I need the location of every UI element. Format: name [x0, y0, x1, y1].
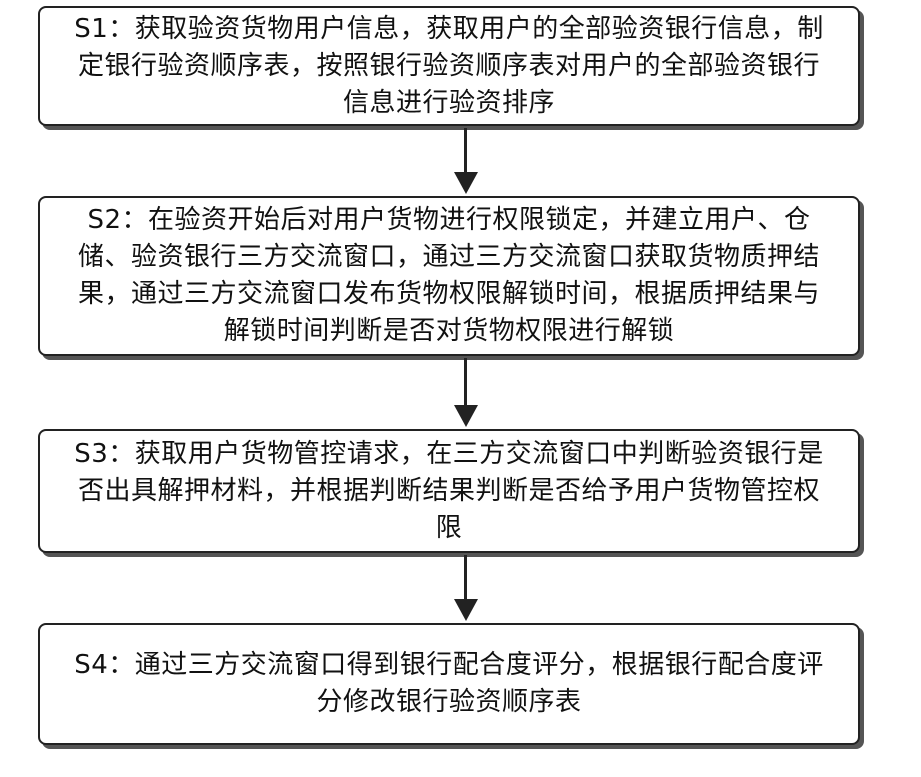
step-s3-box: S3：获取用户货物管控请求，在三方交流窗口中判断验资银行是否出具解押材料，并根据… [38, 429, 860, 553]
arrow-s2-to-s3 [454, 358, 478, 427]
arrow-shaft [464, 128, 467, 174]
step-s3-text: S3：获取用户货物管控请求，在三方交流窗口中判断验资银行是否出具解押材料，并根据… [68, 436, 830, 547]
arrow-shaft [464, 555, 467, 601]
step-s2-box: S2：在验资开始后对用户货物进行权限锁定，并建立用户、仓储、验资银行三方交流窗口… [38, 196, 860, 356]
step-s2-text: S2：在验资开始后对用户货物进行权限锁定，并建立用户、仓储、验资银行三方交流窗口… [68, 202, 830, 350]
step-s1-text: S1：获取验资货物用户信息，获取用户的全部验资银行信息，制定银行验资顺序表，按照… [68, 11, 830, 122]
arrow-head-icon [454, 405, 478, 427]
arrow-shaft [464, 358, 467, 407]
step-s4-box: S4：通过三方交流窗口得到银行配合度评分，根据银行配合度评分修改银行验资顺序表 [38, 623, 860, 745]
arrow-head-icon [454, 172, 478, 194]
step-s4-text: S4：通过三方交流窗口得到银行配合度评分，根据银行配合度评分修改银行验资顺序表 [68, 647, 830, 721]
step-s1-box: S1：获取验资货物用户信息，获取用户的全部验资银行信息，制定银行验资顺序表，按照… [38, 6, 860, 126]
arrow-s3-to-s4 [454, 555, 478, 621]
arrow-s1-to-s2 [454, 128, 478, 194]
arrow-head-icon [454, 599, 478, 621]
